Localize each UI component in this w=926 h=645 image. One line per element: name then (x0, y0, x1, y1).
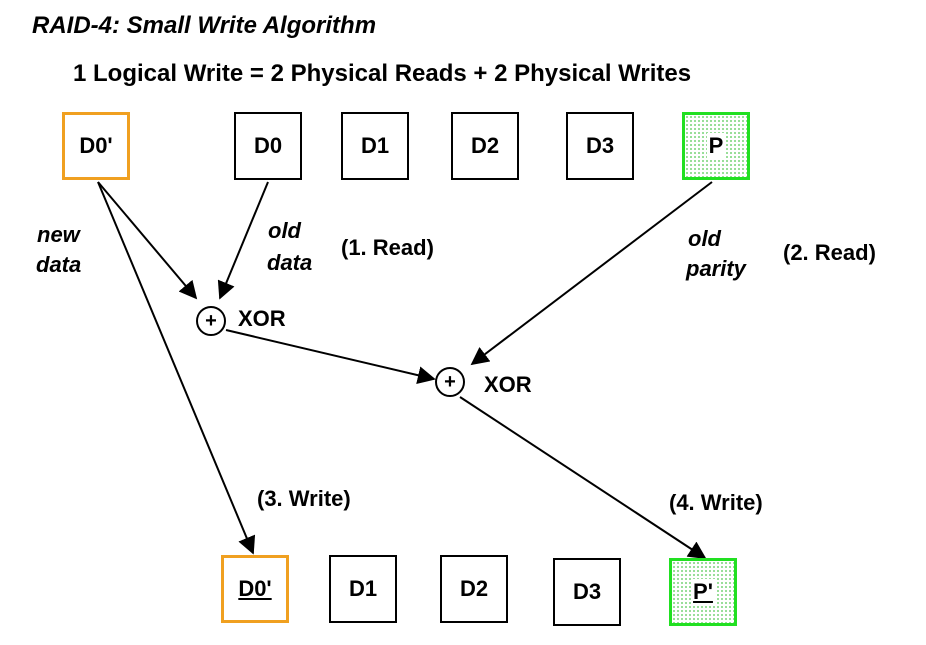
arrow-new-data-to-xor1 (97, 181, 198, 300)
parity-disk-label: P (706, 133, 726, 159)
arrow-old-parity-to-xor2 (470, 181, 713, 366)
step3-write-label: (3. Write) (257, 486, 351, 511)
arrow-new-data-write (97, 181, 256, 555)
xor2-symbol: + (444, 371, 456, 393)
disk-d3-bottom: D3 (553, 558, 621, 626)
old-data-label-line2: data (267, 250, 313, 275)
step1-read-label: (1. Read) (341, 235, 434, 260)
disk-d3: D3 (566, 112, 634, 180)
disk-d2-bottom: D2 (440, 555, 508, 623)
written-data-block-label: D0' (238, 576, 272, 601)
xor1-symbol: + (205, 310, 217, 332)
new-parity-block-label: P' (691, 579, 715, 605)
new-data-label-line2: data (36, 252, 82, 277)
parity-disk: P (682, 112, 750, 180)
xor2-node: + (435, 367, 465, 397)
disk-d3-label: D3 (585, 133, 615, 158)
disk-d3-bottom-label: D3 (572, 579, 602, 604)
diagram-title: RAID-4: Small Write Algorithm (32, 12, 377, 39)
arrow-old-data-to-xor1 (217, 181, 269, 300)
arrow-xor2-to-new-parity (459, 396, 707, 559)
disk-d1-label: D1 (360, 133, 390, 158)
xor2-label: XOR (484, 372, 532, 397)
old-parity-label-line2: parity (686, 256, 746, 281)
disk-d2: D2 (451, 112, 519, 180)
disk-d2-label: D2 (470, 133, 500, 158)
written-data-block: D0' (221, 555, 289, 623)
disk-d2-bottom-label: D2 (459, 576, 489, 601)
arrow-xor1-to-xor2 (225, 329, 436, 385)
old-parity-label-line1: old (688, 226, 721, 251)
disk-d0: D0 (234, 112, 302, 180)
diagram-subtitle: 1 Logical Write = 2 Physical Reads + 2 P… (73, 60, 692, 87)
disk-d1-bottom: D1 (329, 555, 397, 623)
disk-d1-bottom-label: D1 (348, 576, 378, 601)
new-data-block-label: D0' (79, 133, 113, 158)
disk-d0-label: D0 (253, 133, 283, 158)
new-data-label-line1: new (37, 222, 80, 247)
xor1-label: XOR (238, 306, 286, 331)
xor1-node: + (196, 306, 226, 336)
step2-read-label: (2. Read) (783, 240, 876, 265)
new-data-block: D0' (62, 112, 130, 180)
disk-d1: D1 (341, 112, 409, 180)
new-parity-block: P' (669, 558, 737, 626)
step4-write-label: (4. Write) (669, 490, 763, 515)
old-data-label-line1: old (268, 218, 301, 243)
